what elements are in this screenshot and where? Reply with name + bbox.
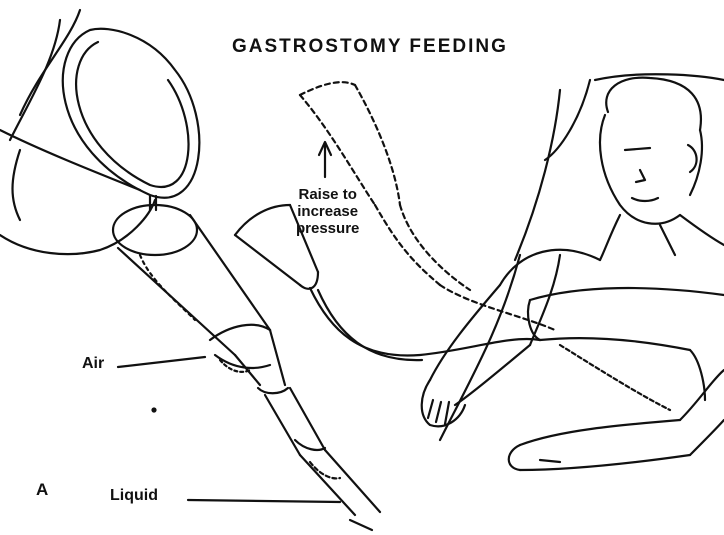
air-leader-line [118,357,205,367]
raise-annotation-line-1: Raise to [296,186,359,203]
panel-letter: A [36,480,48,500]
figure-title: GASTROSTOMY FEEDING [232,36,508,58]
raise-annotation-line-3: pressure [296,220,359,237]
liquid-leader-line [188,500,340,502]
stray-mark [153,409,156,412]
raise-annotation-line-2: increase [296,203,359,220]
air-label: Air [82,355,104,373]
funnel-and-tube-drawing [235,205,540,360]
feeding-bag-drawing [0,10,199,254]
syringe-drawing [113,205,380,530]
raise-annotation: Raise to increase pressure [296,186,359,237]
patient-drawing [422,78,724,470]
liquid-label: Liquid [110,487,158,505]
